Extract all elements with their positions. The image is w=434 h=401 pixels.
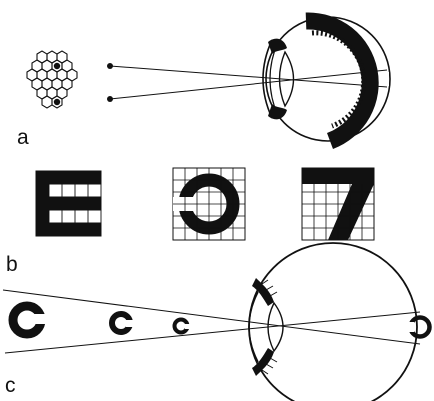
optotype-e xyxy=(36,171,101,236)
light-ray xyxy=(110,70,387,99)
landolt-ring-large xyxy=(13,306,46,334)
panel-label-b: b xyxy=(6,253,18,276)
receptor-mosaic xyxy=(27,51,77,108)
landolt-ring-small xyxy=(175,320,192,333)
landolt-ring-medium xyxy=(112,314,135,332)
panel-b: b xyxy=(6,168,374,276)
light-ray xyxy=(3,290,420,344)
light-ray xyxy=(5,312,420,353)
eye-cross-section xyxy=(249,243,417,401)
panel-a: a xyxy=(17,17,390,149)
optotype-landolt-c xyxy=(173,168,245,240)
panel-label-c: c xyxy=(5,374,16,397)
stimulated-receptor-dot xyxy=(54,63,60,69)
panel-c: c xyxy=(3,243,430,401)
stimulated-receptor-dot xyxy=(54,99,60,105)
panel-label-a: a xyxy=(17,126,29,149)
optotype-seven xyxy=(302,168,374,240)
retinal-image-ring xyxy=(407,318,430,337)
light-ray xyxy=(110,66,387,87)
